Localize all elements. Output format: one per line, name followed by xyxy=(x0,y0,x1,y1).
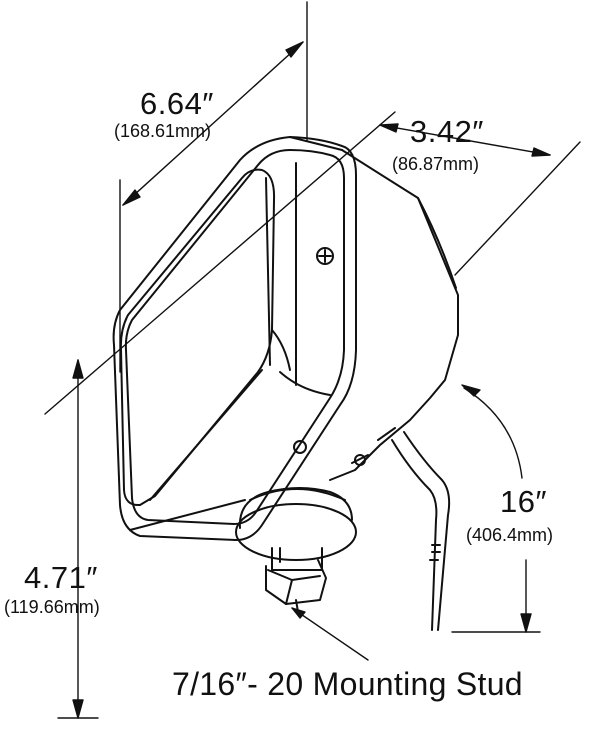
wire-length-inches-label: 16″ xyxy=(500,484,547,519)
mounting-stud-label: 7/16″- 20 Mounting Stud xyxy=(172,666,523,702)
depth-dimension xyxy=(44,111,581,415)
wire-lead xyxy=(391,431,451,631)
depth-inches-label: 3.42″ xyxy=(410,114,484,149)
lamp-bezel xyxy=(112,136,357,541)
mounting-stud-leader xyxy=(291,607,369,661)
lamp-housing xyxy=(289,136,459,481)
mounting-stud xyxy=(235,487,357,613)
width-inches-label: 6.64″ xyxy=(140,86,214,121)
wire-length-dimension xyxy=(451,384,541,633)
width-mm-label: (168.61mm) xyxy=(114,121,212,141)
width-dimension xyxy=(119,1,308,373)
height-dimension xyxy=(57,359,99,719)
height-inches-label: 4.71″ xyxy=(24,560,98,595)
wire-length-mm-label: (406.4mm) xyxy=(466,525,554,545)
depth-mm-label: (86.87mm) xyxy=(392,154,480,174)
height-mm-label: (119.66mm) xyxy=(4,597,100,617)
